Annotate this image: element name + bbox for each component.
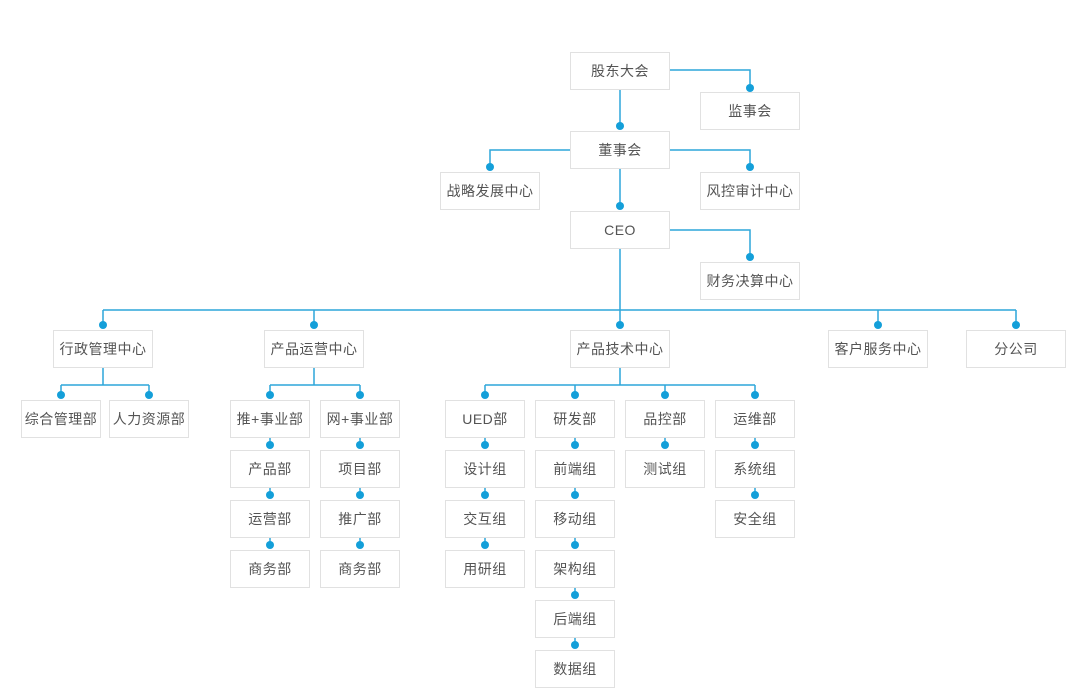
- node-operation-dept: 运营部: [230, 500, 310, 538]
- node-board-of-directors: 董事会: [570, 131, 670, 169]
- node-wang-business-division: 网+事业部: [320, 400, 400, 438]
- node-security-group: 安全组: [715, 500, 795, 538]
- node-general-admin-dept: 综合管理部: [21, 400, 101, 438]
- node-testing-group: 测试组: [625, 450, 705, 488]
- node-backend-group: 后端组: [535, 600, 615, 638]
- node-maintenance-dept: 运维部: [715, 400, 795, 438]
- node-finance-center: 财务决算中心: [700, 262, 800, 300]
- node-strategy-center: 战略发展中心: [440, 172, 540, 210]
- node-system-group: 系统组: [715, 450, 795, 488]
- node-architecture-group: 架构组: [535, 550, 615, 588]
- node-ceo: CEO: [570, 211, 670, 249]
- node-branch-company: 分公司: [966, 330, 1066, 368]
- connector-dots: [57, 84, 1020, 649]
- node-qc-dept: 品控部: [625, 400, 705, 438]
- node-product-ops-center: 产品运营中心: [264, 330, 364, 368]
- node-product-dept: 产品部: [230, 450, 310, 488]
- node-risk-audit-center: 风控审计中心: [700, 172, 800, 210]
- node-interaction-group: 交互组: [445, 500, 525, 538]
- node-design-group: 设计组: [445, 450, 525, 488]
- node-frontend-group: 前端组: [535, 450, 615, 488]
- node-mobile-group: 移动组: [535, 500, 615, 538]
- node-ued-dept: UED部: [445, 400, 525, 438]
- node-hr-dept: 人力资源部: [109, 400, 189, 438]
- node-rd-dept: 研发部: [535, 400, 615, 438]
- node-customer-service-center: 客户服务中心: [828, 330, 928, 368]
- node-data-group: 数据组: [535, 650, 615, 688]
- node-project-dept: 项目部: [320, 450, 400, 488]
- node-supervisory-board: 监事会: [700, 92, 800, 130]
- node-admin-center: 行政管理中心: [53, 330, 153, 368]
- node-business-dept-wang: 商务部: [320, 550, 400, 588]
- node-business-dept-tui: 商务部: [230, 550, 310, 588]
- node-tui-business-division: 推+事业部: [230, 400, 310, 438]
- node-shareholders-meeting: 股东大会: [570, 52, 670, 90]
- node-product-tech-center: 产品技术中心: [570, 330, 670, 368]
- node-promotion-dept: 推广部: [320, 500, 400, 538]
- node-user-research-group: 用研组: [445, 550, 525, 588]
